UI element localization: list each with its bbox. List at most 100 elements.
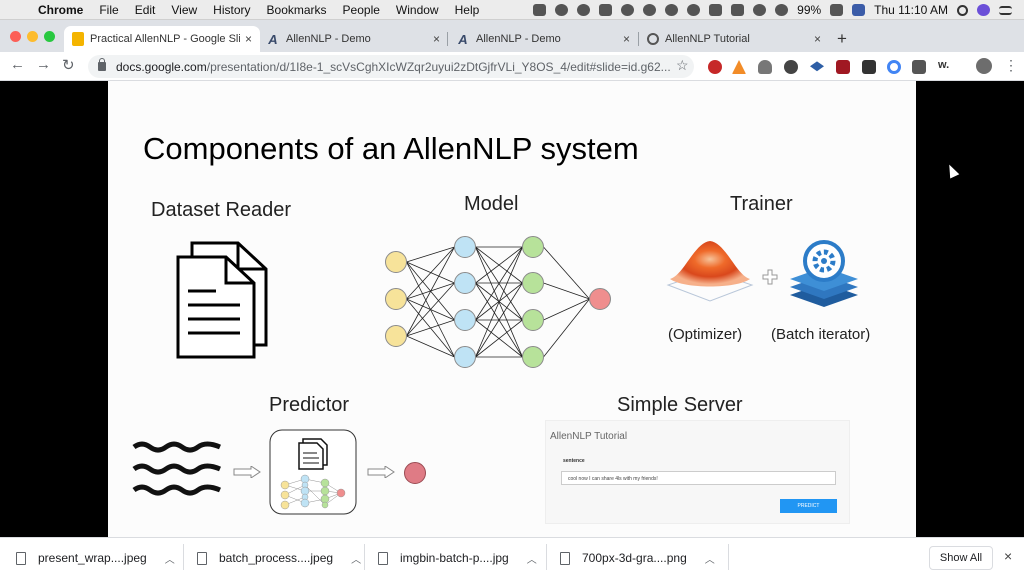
server-preview-title: AllenNLP Tutorial bbox=[550, 431, 628, 442]
close-tab-icon[interactable]: × bbox=[432, 32, 440, 46]
tab-separator bbox=[638, 32, 639, 46]
maximize-window-button[interactable] bbox=[44, 31, 55, 42]
extension-cloud-icon[interactable] bbox=[758, 60, 772, 74]
extension-dark-icon[interactable] bbox=[862, 60, 876, 74]
menu-view[interactable]: View bbox=[171, 2, 198, 17]
download-item[interactable]: 700px-3d-gra....png ︿ bbox=[560, 546, 715, 570]
globe-icon[interactable] bbox=[687, 4, 701, 16]
network-edge bbox=[543, 246, 590, 300]
hidden-neuron bbox=[454, 309, 476, 331]
allennlp-logo-icon: A bbox=[268, 31, 278, 47]
url-host: docs.google.com bbox=[116, 59, 207, 74]
file-icon bbox=[197, 551, 207, 565]
new-tab-button[interactable]: + bbox=[837, 29, 847, 48]
notification-center-icon[interactable] bbox=[999, 5, 1012, 15]
documents-icon bbox=[176, 241, 268, 359]
download-separator bbox=[546, 544, 547, 570]
extension-w-icon[interactable]: w. bbox=[938, 59, 950, 71]
chevron-up-icon[interactable]: ︿ bbox=[164, 554, 175, 566]
headphones-icon[interactable] bbox=[577, 4, 591, 16]
cloud-icon[interactable] bbox=[555, 4, 569, 16]
tab-title: AllenNLP - Demo bbox=[286, 33, 371, 45]
extension-orange-icon[interactable] bbox=[732, 60, 746, 74]
google-slides-icon bbox=[72, 32, 84, 46]
tab-allennlp-tutorial[interactable]: AllenNLP Tutorial × bbox=[639, 26, 829, 52]
prediction-output-node bbox=[404, 462, 426, 484]
close-shelf-icon[interactable]: × bbox=[1004, 548, 1013, 564]
hidden-neuron bbox=[522, 236, 544, 258]
predictor-label: Predictor bbox=[269, 394, 350, 416]
dataset-reader-label: Dataset Reader bbox=[151, 199, 292, 221]
chevron-up-icon[interactable]: ︿ bbox=[704, 554, 715, 566]
address-bar[interactable]: docs.google.com/presentation/d/1I8e-1_sc… bbox=[88, 55, 694, 78]
url-text[interactable]: docs.google.com/presentation/d/1I8e-1_sc… bbox=[116, 60, 676, 74]
network-edge bbox=[475, 319, 523, 358]
hidden-neuron bbox=[522, 346, 544, 368]
download-separator bbox=[364, 544, 365, 570]
file-icon bbox=[378, 551, 388, 565]
download-item[interactable]: imgbin-batch-p....jpg ︿ bbox=[378, 546, 537, 570]
hidden-neuron bbox=[454, 346, 476, 368]
output-neuron bbox=[589, 288, 611, 310]
forward-button[interactable]: → bbox=[36, 56, 51, 73]
pinterest-icon[interactable] bbox=[784, 60, 798, 74]
slide: Components of an AllenNLP system Dataset… bbox=[108, 81, 916, 537]
extension-ring-icon[interactable] bbox=[887, 60, 901, 74]
scribbled-text-lines-icon bbox=[132, 441, 221, 496]
chrome-menu-icon[interactable]: ⋮ bbox=[1004, 57, 1018, 73]
right-arrow-icon bbox=[367, 466, 395, 478]
spotlight-search-icon[interactable] bbox=[957, 4, 968, 16]
download-item[interactable]: present_wrap....jpeg ︿ bbox=[16, 546, 175, 570]
network-edge bbox=[406, 282, 455, 337]
airplay-icon[interactable] bbox=[731, 4, 745, 16]
menu-history[interactable]: History bbox=[213, 2, 251, 17]
siri-icon[interactable] bbox=[977, 4, 990, 16]
menu-file[interactable]: File bbox=[99, 2, 119, 17]
close-tab-icon[interactable]: × bbox=[622, 32, 630, 46]
wifi-icon[interactable] bbox=[775, 4, 789, 16]
extension-badge-icon[interactable] bbox=[912, 60, 926, 74]
clock[interactable]: Thu 11:10 AM bbox=[874, 3, 948, 17]
window-controls bbox=[10, 31, 55, 42]
tab-allennlp-demo-1[interactable]: A AllenNLP - Demo × bbox=[258, 26, 448, 52]
lock-icon[interactable] bbox=[98, 58, 106, 71]
close-tab-icon[interactable]: × bbox=[244, 32, 252, 46]
evernote-icon[interactable] bbox=[643, 4, 657, 16]
menu-people[interactable]: People bbox=[342, 2, 380, 17]
battery-percent[interactable]: 99% bbox=[797, 3, 822, 17]
do-not-disturb-icon[interactable] bbox=[665, 4, 679, 16]
back-button[interactable]: ← bbox=[10, 56, 25, 73]
tray-app-icon[interactable] bbox=[533, 4, 547, 16]
chevron-up-icon[interactable]: ︿ bbox=[351, 554, 362, 566]
network-edge bbox=[543, 298, 590, 321]
file-icon bbox=[16, 551, 26, 565]
neural-network-diagram bbox=[385, 236, 611, 368]
profile-avatar[interactable] bbox=[976, 58, 992, 74]
network-edge bbox=[475, 282, 523, 358]
menu-app-chrome[interactable]: Chrome bbox=[38, 2, 84, 17]
menu-help[interactable]: Help bbox=[454, 2, 480, 17]
grid-icon[interactable] bbox=[709, 4, 723, 16]
input-flag-icon[interactable] bbox=[852, 4, 866, 16]
eye-icon[interactable] bbox=[621, 4, 635, 16]
menu-bookmarks[interactable]: Bookmarks bbox=[266, 2, 327, 17]
minimize-window-button[interactable] bbox=[27, 31, 38, 42]
bookmark-star-icon[interactable]: ☆ bbox=[676, 57, 689, 73]
status-tray: 99% Thu 11:10 AM bbox=[533, 0, 1024, 20]
tab-practical-allennlp[interactable]: Practical AllenNLP - Google Sli × bbox=[64, 26, 260, 52]
extension-red-icon[interactable] bbox=[836, 60, 850, 74]
menu-window[interactable]: Window bbox=[395, 2, 439, 17]
reload-button[interactable]: ↻ bbox=[62, 57, 75, 74]
menu-edit[interactable]: Edit bbox=[134, 2, 156, 17]
download-item[interactable]: batch_process....jpeg ︿ bbox=[197, 546, 361, 570]
tray-badge-icon[interactable] bbox=[599, 4, 613, 16]
show-all-button[interactable]: Show All bbox=[929, 546, 993, 570]
tab-allennlp-demo-2[interactable]: A AllenNLP - Demo × bbox=[448, 26, 638, 52]
battery-icon[interactable] bbox=[830, 4, 844, 16]
close-tab-icon[interactable]: × bbox=[813, 32, 821, 46]
chevron-up-icon[interactable]: ︿ bbox=[526, 554, 537, 566]
extension-cap-icon[interactable] bbox=[810, 61, 824, 72]
bluetooth-icon[interactable] bbox=[753, 4, 767, 16]
close-window-button[interactable] bbox=[10, 31, 21, 42]
extension-stop-icon[interactable] bbox=[708, 60, 722, 74]
